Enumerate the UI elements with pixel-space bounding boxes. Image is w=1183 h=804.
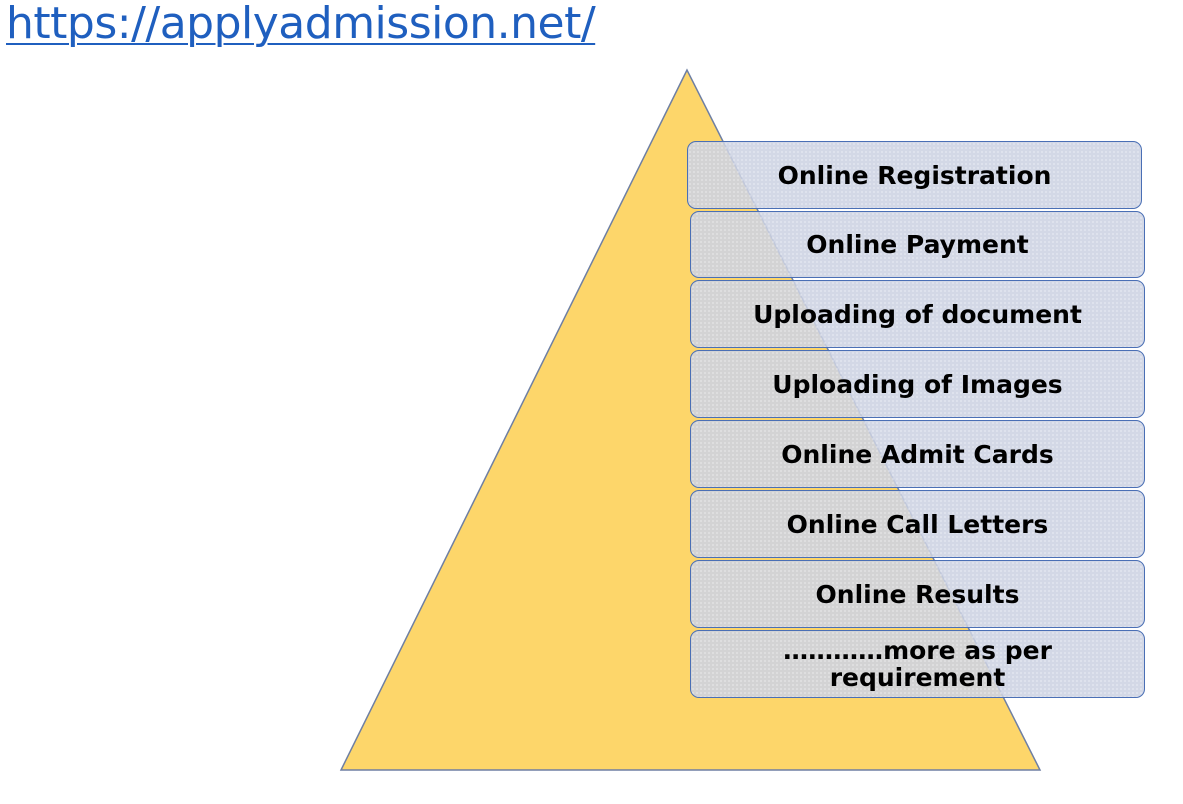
list-item-label: Uploading of document	[753, 299, 1082, 329]
list-item-label: Online Results	[815, 579, 1020, 609]
list-item-online-payment: Online Payment	[690, 211, 1145, 278]
list-item-online-admit-cards: Online Admit Cards	[690, 420, 1145, 488]
list-item-online-registration: Online Registration	[687, 141, 1142, 209]
list-item-label: Online Registration	[777, 160, 1052, 190]
list-item-uploading-document: Uploading of document	[690, 280, 1145, 348]
list-item-online-call-letters: Online Call Letters	[690, 490, 1145, 558]
list-item-label: …………more as per requirement	[783, 636, 1052, 692]
list-item-label: Uploading of Images	[772, 369, 1063, 399]
list-item-label: Online Call Letters	[786, 509, 1049, 539]
list-item-label: Online Admit Cards	[781, 439, 1054, 469]
site-url-link[interactable]: https://applyadmission.net/	[6, 0, 596, 49]
list-item-label: Online Payment	[806, 230, 1029, 259]
list-item-online-results: Online Results	[690, 560, 1145, 628]
list-item-more-as-per-requirement: …………more as per requirement	[690, 630, 1145, 698]
list-item-uploading-images: Uploading of Images	[690, 350, 1145, 418]
